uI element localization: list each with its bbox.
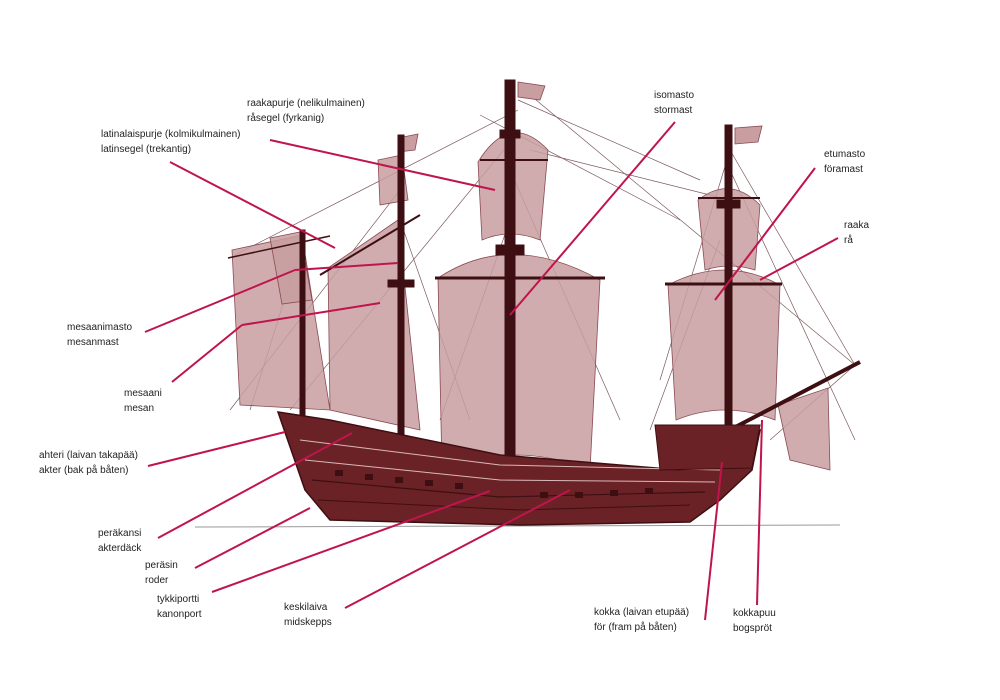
fore-course-sail: [667, 269, 781, 421]
bonaventure-mast: [299, 229, 306, 421]
leader-raakapurje: [269, 139, 496, 191]
leader-etumasto: [714, 167, 816, 301]
label-text: mesanmast: [67, 337, 119, 348]
bowsprit-spar: [719, 360, 861, 437]
label-text: roder: [145, 575, 169, 586]
label-text: kokka (laivan etupää): [594, 607, 690, 618]
label-text: isomasto: [654, 90, 695, 101]
leader-mesaanimasto-2: [294, 262, 399, 271]
leader-perakansi: [157, 432, 353, 539]
label-raaka: raaka rå: [844, 218, 869, 248]
label-text: stormast: [654, 105, 693, 116]
masts: [227, 79, 861, 486]
label-text: latinsegel (trekantig): [101, 144, 192, 155]
leader-raaka: [759, 237, 839, 281]
label-text: latinalaispurje (kolmikulmainen): [101, 129, 241, 140]
leader-kokkapuu: [756, 419, 763, 606]
label-text: raakapurje (nelikulmainen): [247, 98, 365, 109]
leader-ahteri: [147, 431, 286, 467]
label-text: akter (bak på båten): [39, 465, 129, 476]
label-text: rå: [844, 235, 853, 246]
label-kokka: kokka (laivan etupää) för (fram på båten…: [594, 605, 689, 635]
leader-lines: [144, 121, 839, 621]
label-text: bogspröt: [733, 623, 772, 634]
label-text: för (fram på båten): [594, 622, 677, 633]
hull: [276, 411, 762, 526]
label-text: etumasto: [824, 149, 866, 160]
leader-mesaanimasto-1: [144, 269, 296, 333]
leader-kokka: [704, 461, 723, 621]
label-kokkapuu: kokkapuu bogspröt: [733, 606, 776, 636]
label-isomasto: isomasto stormast: [654, 88, 694, 118]
spritsail: [777, 387, 831, 471]
label-mesaani: mesaani mesan: [124, 386, 162, 416]
label-text: kanonport: [157, 609, 202, 620]
label-text: ahteri (laivan takapää): [39, 450, 138, 461]
water-line: [194, 524, 841, 528]
label-perakansi: peräkansi akterdäck: [98, 526, 141, 556]
label-text: mesaani: [124, 388, 162, 399]
label-text: midskepps: [284, 617, 332, 628]
label-text: tykkiportti: [157, 594, 200, 605]
label-mesaanimasto: mesaanimasto mesanmast: [67, 320, 132, 350]
label-text: raaka: [844, 220, 870, 231]
label-keskilaiva: keskilaiva midskepps: [284, 600, 332, 630]
label-perasin: peräsin roder: [145, 558, 178, 588]
leader-perasin: [194, 507, 311, 569]
leader-mesaani-2: [241, 302, 381, 326]
leader-tykkiportti: [211, 490, 491, 593]
leader-mesaani-1: [171, 324, 243, 383]
ship-illustration: [227, 79, 861, 526]
mizzen-lateen-sail: [327, 219, 421, 431]
label-text: peräkansi: [98, 528, 142, 539]
label-etumasto: etumasto föramast: [824, 147, 865, 177]
label-text: råsegel (fyrkanig): [247, 113, 325, 124]
label-tykkiportti: tykkiportti kanonport: [157, 592, 201, 622]
leader-isomasto: [509, 121, 676, 316]
label-raakapurje: raakapurje (nelikulmainen) råsegel (fyrk…: [247, 96, 365, 126]
label-text: keskilaiva: [284, 602, 328, 613]
label-text: akterdäck: [98, 543, 142, 554]
label-text: mesaanimasto: [67, 322, 133, 333]
leader-latinalaispurje: [169, 161, 336, 249]
label-text: föramast: [824, 164, 863, 175]
label-latinalaispurje: latinalaispurje (kolmikulmainen) latinse…: [101, 127, 241, 157]
label-ahteri: ahteri (laivan takapää) akter (bak på bå…: [39, 448, 138, 478]
main-mast: [504, 79, 516, 486]
label-text: kokkapuu: [733, 608, 776, 619]
flags: [397, 81, 763, 153]
label-text: mesan: [124, 403, 155, 414]
leader-keskilaiva: [344, 489, 571, 609]
main-course-sail: [437, 254, 601, 471]
label-text: peräsin: [145, 560, 178, 571]
